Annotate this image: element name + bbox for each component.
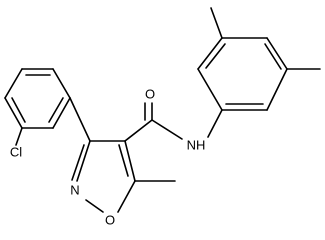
double-bond-inner [11, 97, 26, 123]
chlorine-atom-label: Cl [10, 145, 22, 160]
bond [266, 68, 288, 111]
bond [197, 68, 223, 111]
bond [52, 68, 71, 99]
bond-c-cl [15, 127, 23, 146]
bond [52, 97, 71, 129]
double-bond-inner [118, 144, 129, 177]
bond [124, 140, 136, 182]
chlorophenyl-ring [4, 68, 71, 129]
carbonyl-oxygen-label: O [145, 87, 155, 102]
bond [85, 199, 104, 213]
bond-nh-aryl [207, 109, 223, 138]
bond-carbonyl-nh [151, 119, 183, 140]
dimethylphenyl-ring [197, 37, 288, 111]
bond-c4-carbonyl [124, 119, 153, 142]
double-bond-inner [264, 43, 282, 70]
bond [197, 37, 223, 70]
bond [4, 97, 23, 129]
double-bond-inner [71, 144, 85, 181]
bond [76, 140, 91, 182]
bond-methyl [210, 7, 223, 39]
double-bond-inner [48, 97, 64, 123]
double-bond-inner [205, 43, 226, 69]
isoxazole-oxygen-label: O [105, 213, 115, 228]
isoxazole-ring [71, 140, 136, 213]
isoxazole-nitrogen-label: N [70, 183, 79, 198]
bond [4, 68, 23, 99]
bond [266, 37, 288, 70]
amide-nh-label: NH [187, 138, 206, 153]
bond [117, 180, 136, 213]
bond-aryl-isoxazole [69, 97, 91, 142]
